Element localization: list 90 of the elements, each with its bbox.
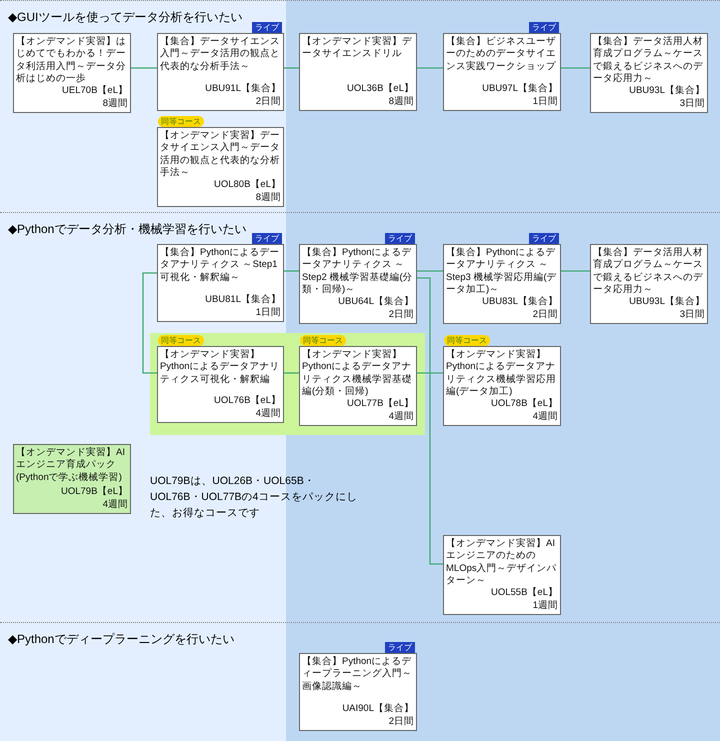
course-title: 【集合】Pythonによるデータアナリティクス ～Step3 機械学習応用編(データ加工)～ xyxy=(446,247,558,296)
course-duration: 4週間 xyxy=(256,408,281,420)
course-code: UOL78B【eL】 xyxy=(490,398,558,411)
course-title: 【集合】Pythonによるデータアナリティクス ～Step2 機械学習基礎編(分類・回帰)～ xyxy=(302,247,414,296)
course-code: UEL70B【eL】 xyxy=(62,85,128,98)
course-box xyxy=(13,444,131,514)
course-title: 【集合】Pythonによるデータアナリティクス ～Step1 可視化・解釈編～ xyxy=(160,247,281,285)
connector-line xyxy=(284,67,299,69)
course-box xyxy=(443,535,561,616)
course-box xyxy=(13,33,131,114)
connector-line xyxy=(417,270,443,272)
course-box xyxy=(299,346,417,426)
course-box xyxy=(443,244,561,324)
course-duration: 8週間 xyxy=(102,98,128,110)
course-tag: 同等コース xyxy=(444,335,490,346)
course-code: UBU93L【集合】 xyxy=(629,85,705,98)
course-duration: 4週間 xyxy=(388,410,414,424)
course-title: 【オンデマンド実習】Pythonによるデータアナリティクス可視化・解釈編 xyxy=(160,349,281,387)
course-title: 【集合】ビジネスユーザーのためのデータサイエンス実践ワークショップ xyxy=(446,36,557,74)
section-heading: ◆GUIツールを使ってデータ分析を行いたい xyxy=(8,9,242,26)
course-code: UOL79B【eL】 xyxy=(60,486,128,499)
course-duration: 3日間 xyxy=(680,98,705,110)
course-tag: ライブ xyxy=(252,22,282,33)
course-duration: 8週間 xyxy=(388,96,414,108)
connector-line xyxy=(417,372,443,374)
course-tag: 同等コース xyxy=(300,335,346,346)
course-title: 【集合】Pythonによるディープラーニング入門～画像認識編～ xyxy=(302,656,413,694)
course-tag: ライブ xyxy=(252,233,282,244)
course-tag: ライブ xyxy=(529,22,559,33)
course-box xyxy=(157,244,284,322)
highlight-panel xyxy=(150,333,425,435)
course-code: UBU97L【集合】 xyxy=(482,83,558,96)
course-box xyxy=(443,346,561,426)
connector-line xyxy=(131,67,157,69)
note-text: UOL79Bは、UOL26B・UOL65B・UOL76B・UOL77Bの4コースをパックにした、お得なコースです xyxy=(150,474,358,520)
course-title: 【オンデマンド実習】Pythonによるデータアナリティクス機械学習応用編(データ加工) xyxy=(446,349,557,398)
course-code: UBU93L【集合】 xyxy=(629,296,705,309)
course-box xyxy=(299,33,417,111)
section-heading: ◆Pythonでディープラーニングを行いたい xyxy=(8,631,234,648)
course-code: UBU83L【集合】 xyxy=(482,296,558,309)
course-title: 【オンデマンド実習】データサイエンス入門～データ活用の観点と代表的な分析手法～ xyxy=(160,130,281,179)
course-duration: 8週間 xyxy=(256,192,281,204)
course-code: UBU91L【集合】 xyxy=(205,83,281,96)
course-tag: ライブ xyxy=(385,642,415,653)
course-box xyxy=(590,33,708,114)
course-code: UAI90L【集合】 xyxy=(342,703,414,716)
course-code: UOL80B【eL】 xyxy=(214,179,281,192)
course-title: 【集合】データ活用人材育成プログラム～ケースで鍛えるビジネスへのデータ応用力～ xyxy=(593,247,704,296)
course-duration: 1週間 xyxy=(532,600,558,612)
course-tag: 同等コース xyxy=(158,335,204,346)
course-title: 【集合】データサイエンス入門～データ活用の観点と代表的な分析手法～ xyxy=(160,36,281,74)
course-code: UOL77B【eL】 xyxy=(346,398,414,411)
connector-line xyxy=(561,67,590,69)
course-code: UOL55B【eL】 xyxy=(490,587,558,600)
course-title: 【オンデマンド実習】データサイエンスドリル xyxy=(302,36,413,62)
course-box xyxy=(443,33,561,111)
course-title: 【オンデマンド実習】はじめてでもわかる！データ利活用入門～データ分析はじめの一歩 xyxy=(16,36,127,85)
course-duration: 2日間 xyxy=(388,716,414,728)
course-duration: 4週間 xyxy=(532,410,558,424)
course-title: 【集合】データ活用人材育成プログラム～ケースで鍛えるビジネスへのデータ応用力～ xyxy=(593,36,704,85)
connector-line xyxy=(284,372,299,374)
course-tag: ライブ xyxy=(385,233,415,244)
connector-line xyxy=(284,270,299,272)
course-duration: 3日間 xyxy=(680,308,705,322)
course-duration: 2日間 xyxy=(532,308,558,322)
course-duration: 1日間 xyxy=(532,96,558,108)
course-duration: 2日間 xyxy=(388,308,414,322)
course-code: UBU64L【集合】 xyxy=(338,296,414,309)
course-code: UBU81L【集合】 xyxy=(205,294,281,307)
course-box xyxy=(157,33,284,111)
connector-line xyxy=(417,277,443,565)
course-box xyxy=(299,653,417,731)
course-title: 【オンデマンド実習】Pythonによるデータアナリティクス機械学習基礎編(分類・回帰) xyxy=(302,349,413,398)
connector-line xyxy=(142,272,157,374)
course-box xyxy=(157,346,284,423)
course-duration: 2日間 xyxy=(256,96,281,108)
course-code: UOL36B【eL】 xyxy=(346,83,414,96)
course-title: 【オンデマンド実習】AIエンジニア育成パック(Pythonで学ぶ機械学習) xyxy=(16,447,126,485)
course-box xyxy=(299,244,417,324)
connector-line xyxy=(417,67,443,69)
course-box xyxy=(590,244,708,324)
course-box xyxy=(157,127,284,208)
course-duration: 1日間 xyxy=(256,306,281,319)
course-tag: 同等コース xyxy=(158,116,204,127)
course-code: UOL76B【eL】 xyxy=(214,395,281,408)
course-tag: ライブ xyxy=(529,233,559,244)
connector-line xyxy=(561,270,590,272)
section-heading: ◆Pythonでデータ分析・機械学習を行いたい xyxy=(8,221,246,238)
course-duration: 4週間 xyxy=(102,498,128,511)
course-title: 【オンデマンド実習】AIエンジニアのためのMLOps入門～デザインパターン～ xyxy=(446,538,558,587)
